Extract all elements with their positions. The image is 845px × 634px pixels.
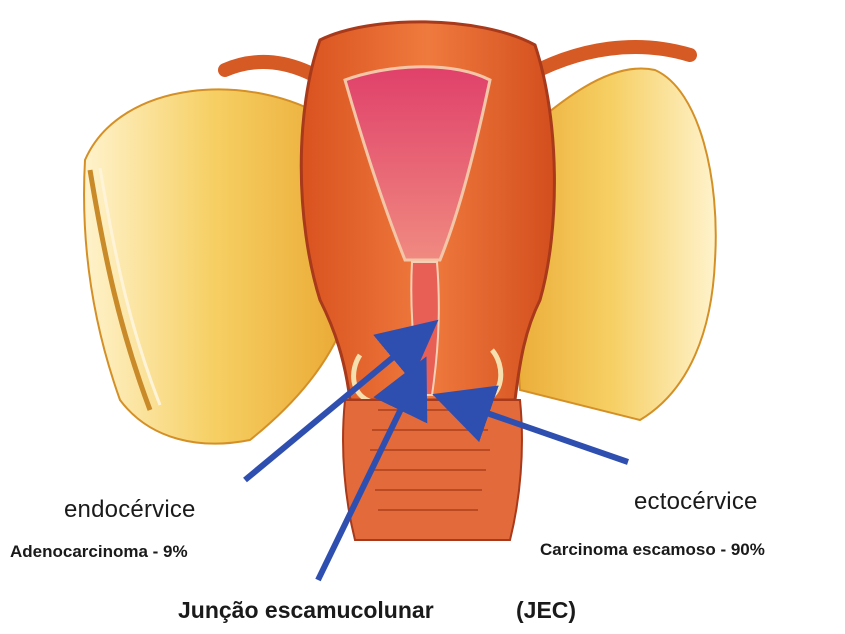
junction-abbrev-label: (JEC) <box>516 597 576 624</box>
ectocervix-label: ectocérvice <box>634 488 758 516</box>
ectocervix-cancer-label: Carcinoma escamoso - 90% <box>540 540 765 560</box>
junction-label: Junção escamucolunar <box>178 597 434 624</box>
endocervix-cancer-label: Adenocarcinoma - 9% <box>10 542 188 562</box>
endocervix-label: endocérvice <box>64 496 196 524</box>
